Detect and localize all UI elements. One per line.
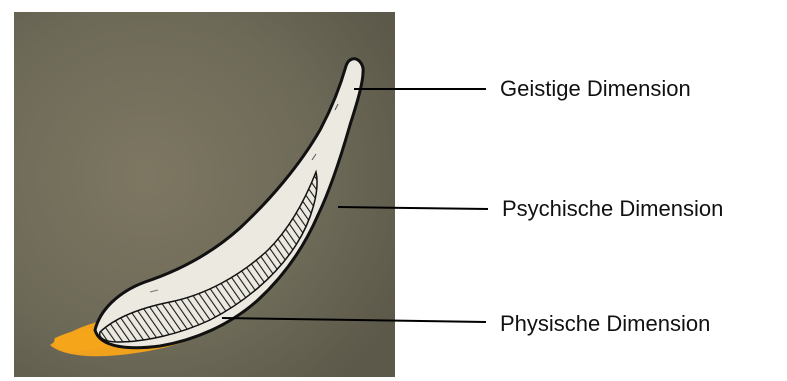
label-geistige-dimension: Geistige Dimension	[500, 78, 691, 100]
label-physische-dimension: Physische Dimension	[500, 313, 710, 335]
label-psychische-dimension: Psychische Dimension	[502, 198, 723, 220]
